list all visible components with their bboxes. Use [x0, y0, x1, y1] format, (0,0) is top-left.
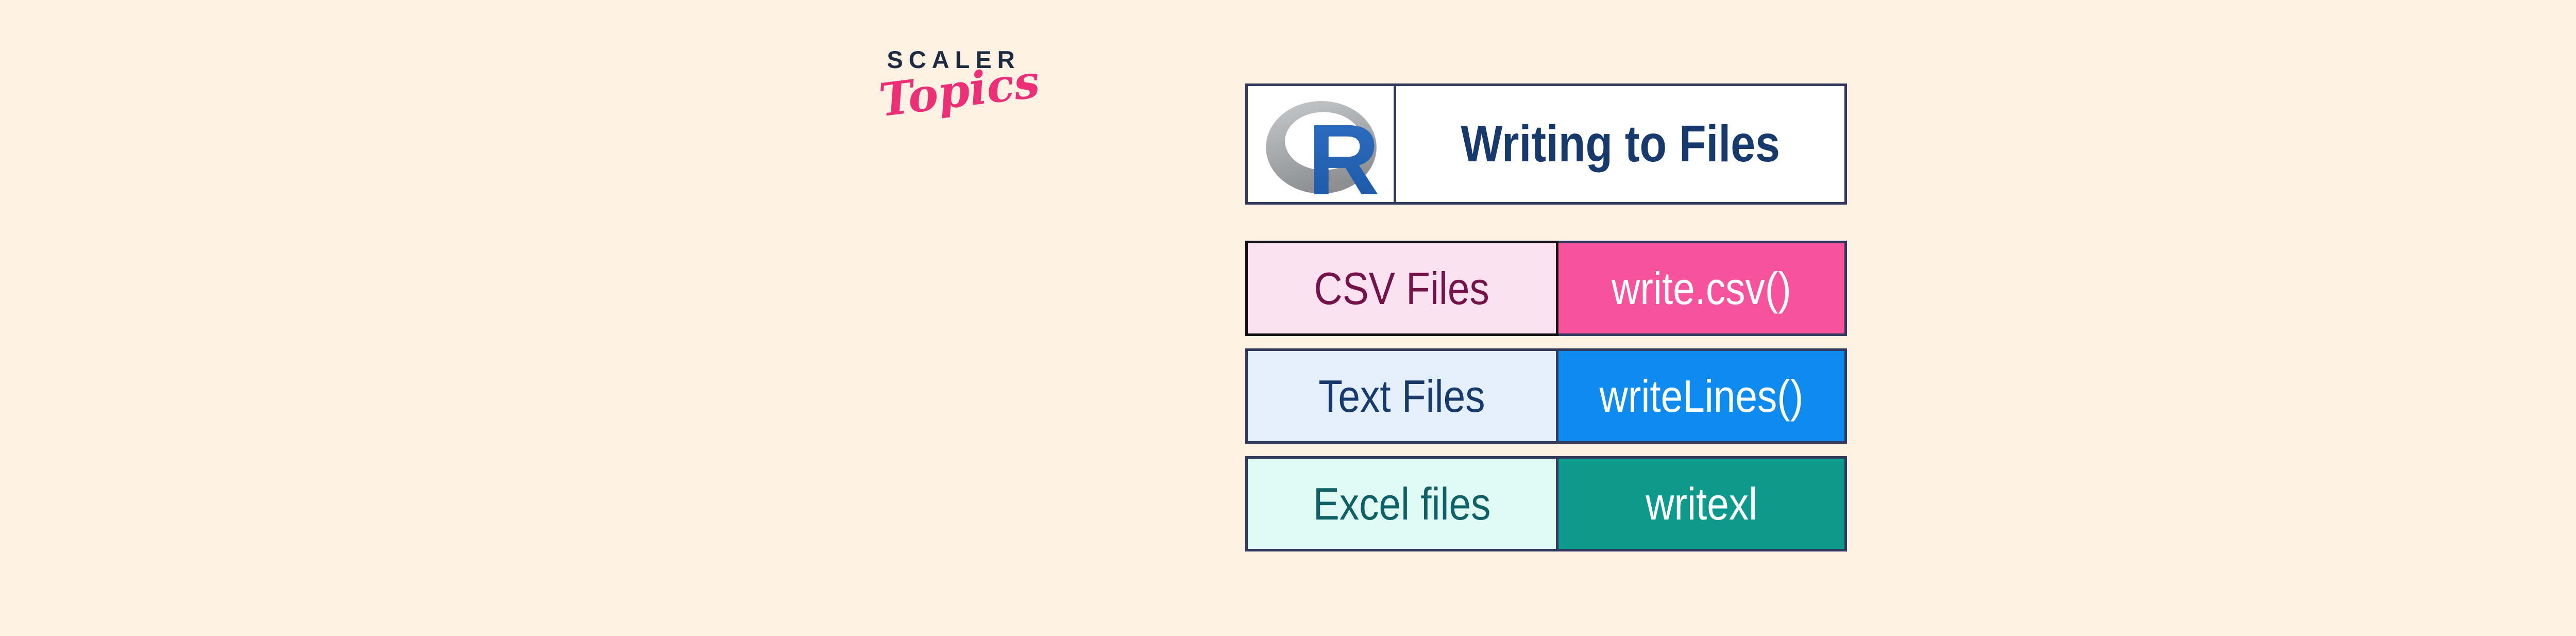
- csv-files-label: CSV Files: [1314, 262, 1490, 314]
- row-csv-files: CSV Files write.csv(): [1245, 241, 1847, 336]
- text-files-label-cell: Text Files: [1245, 348, 1558, 444]
- row-excel-files: Excel files writexl: [1245, 456, 1847, 551]
- svg-text:R: R: [1307, 104, 1379, 201]
- excel-files-function-cell: writexl: [1558, 456, 1847, 551]
- excel-files-function: writexl: [1646, 478, 1757, 529]
- csv-files-function-cell: write.csv(): [1558, 241, 1847, 336]
- csv-files-function: write.csv(): [1612, 262, 1791, 314]
- page-title: Writing to Files: [1461, 115, 1780, 173]
- row-text-files: Text Files writeLines(): [1245, 348, 1847, 444]
- scaler-topics-logo: SCALER Topics: [876, 46, 1043, 127]
- excel-files-label-cell: Excel files: [1245, 456, 1558, 551]
- r-logo-cell: R: [1248, 86, 1396, 202]
- text-files-label: Text Files: [1318, 370, 1485, 422]
- header-box: R Writing to Files: [1245, 83, 1847, 205]
- header-title-cell: Writing to Files: [1396, 86, 1844, 202]
- excel-files-label: Excel files: [1313, 478, 1491, 529]
- scaler-wordmark: SCALER: [887, 46, 1021, 73]
- text-files-function-cell: writeLines(): [1558, 348, 1847, 444]
- csv-files-label-cell: CSV Files: [1245, 241, 1558, 336]
- r-language-icon: R: [1265, 101, 1380, 202]
- text-files-function: writeLines(): [1599, 370, 1804, 422]
